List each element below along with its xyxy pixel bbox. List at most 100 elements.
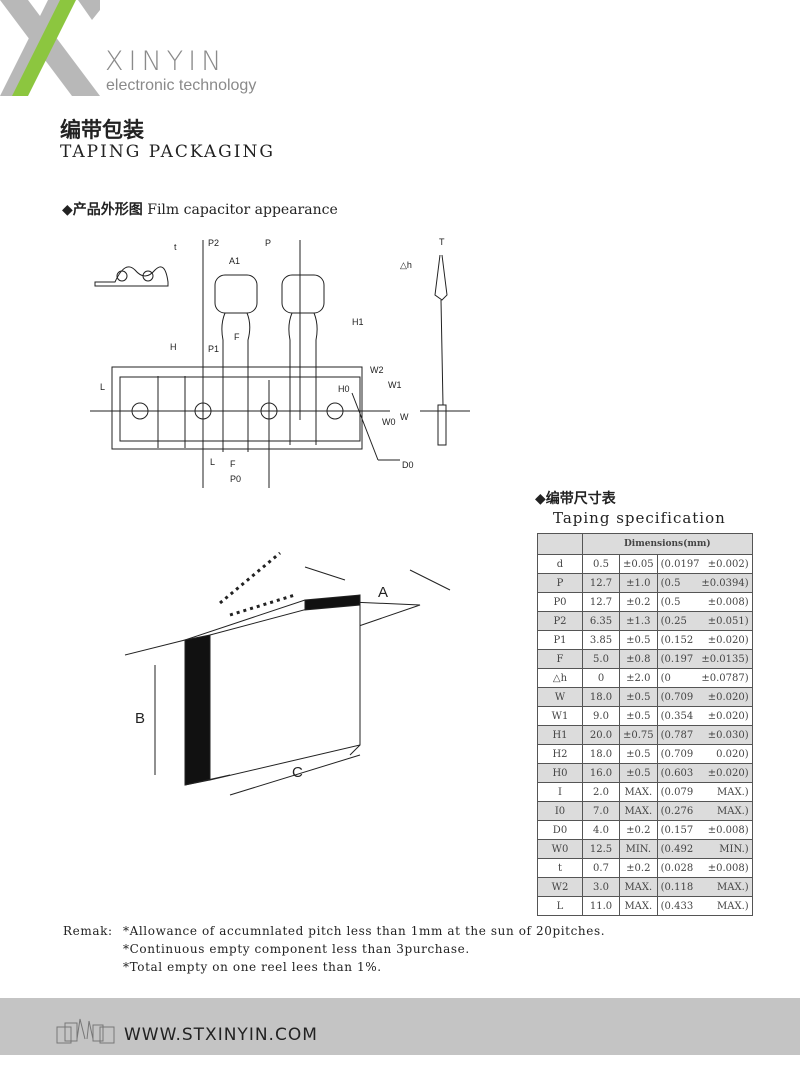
cell-tolerance: MAX.	[619, 782, 658, 802]
table-header-row: Dimensions(mm)	[537, 533, 753, 555]
brand-tagline: electronic technology	[106, 77, 257, 94]
cell-tolerance: MAX.	[619, 877, 658, 897]
inch-value: (0.787	[660, 729, 694, 741]
cell-value: 3.85	[582, 630, 620, 650]
cell-param: I0	[537, 801, 583, 821]
cell-value: 18.0	[582, 744, 620, 764]
tape-strip	[219, 551, 296, 617]
carrier-tape	[111, 366, 363, 450]
cell-param: P	[537, 573, 583, 593]
cell-value: 12.5	[582, 839, 620, 859]
label-a1: A1	[229, 256, 240, 266]
cell-inch: (0.787±0.030)	[656, 725, 753, 745]
inch-tolerance: ±0.020)	[707, 767, 749, 779]
cell-tolerance: MAX.	[619, 801, 658, 821]
label-p1: P1	[208, 344, 219, 354]
cell-inch: (0.709 0.020)	[656, 744, 753, 764]
inch-value: (0.157	[660, 824, 694, 836]
cell-value: 5.0	[582, 649, 620, 669]
inch-value: (0.709	[660, 691, 694, 703]
cell-param: P1	[537, 630, 583, 650]
label-t: t	[174, 242, 177, 252]
section-heading-spec-en: Taping specification	[553, 509, 726, 527]
label-f: F	[234, 332, 240, 342]
remark-line: *Continuous empty component less than 3p…	[123, 942, 470, 956]
cell-tolerance: ±0.75	[619, 725, 658, 745]
label-b: B	[135, 710, 145, 727]
cell-tolerance: ±0.2	[619, 820, 658, 840]
remark-line: *Total empty on one reel lees than 1%.	[123, 960, 382, 974]
inch-tolerance: MIN.)	[719, 843, 749, 855]
inch-tolerance: ±0.0135)	[701, 653, 749, 665]
cell-tolerance: ±1.0	[619, 573, 658, 593]
label-w2: W2	[370, 365, 384, 375]
cell-param: D0	[537, 820, 583, 840]
inch-tolerance: ±0.002)	[707, 558, 749, 570]
inch-tolerance: ±0.008)	[707, 824, 749, 836]
ammo-pack-drawing: A B C	[124, 551, 451, 796]
cell-value: 11.0	[582, 896, 620, 916]
inch-tolerance: ±0.020)	[707, 710, 749, 722]
inch-value: (0.0197	[660, 558, 700, 570]
cell-inch: (0.028±0.008)	[656, 858, 753, 878]
cell-value: 9.0	[582, 706, 620, 726]
remarks: Remak: *Allowance of accumnlated pitch l…	[63, 922, 605, 976]
label-dh: △h	[400, 260, 412, 270]
cell-tolerance: ±0.5	[619, 687, 658, 707]
cell-param: d	[537, 554, 583, 574]
header-dimensions: Dimensions(mm)	[582, 533, 753, 555]
brand-name: XINYIN	[105, 46, 227, 77]
remarks-label: Remak:	[63, 924, 113, 938]
inch-value: (0.028	[660, 862, 694, 874]
label-h0: H0	[338, 384, 350, 394]
cell-tolerance: ±0.5	[619, 763, 658, 783]
cell-param: △h	[537, 668, 583, 688]
cell-value: 12.7	[582, 592, 620, 612]
side-view	[434, 254, 448, 446]
cell-value: 7.0	[582, 801, 620, 821]
sprocket-hole	[131, 402, 149, 420]
inch-value: (0.709	[660, 748, 694, 760]
inch-value: (0.118	[660, 881, 694, 893]
cell-value: 0.5	[582, 554, 620, 574]
cell-value: 0	[582, 668, 620, 688]
section-heading-spec-cn: ◆编带尺寸表	[535, 491, 616, 507]
cell-param: P0	[537, 592, 583, 612]
footer-website-link[interactable]: WWW.STXINYIN.COM	[124, 1025, 318, 1045]
cell-param: H2	[537, 744, 583, 764]
label-p2: P2	[208, 238, 219, 248]
taping-dimension-drawing: t P2 P A1 T △h H P1 F H1 L W2 W1 H0 W0 W…	[90, 237, 470, 488]
cell-tolerance: ±0.5	[619, 706, 658, 726]
cell-value: 2.0	[582, 782, 620, 802]
inch-tolerance: ±0.051)	[707, 615, 749, 627]
cell-tolerance: MIN.	[619, 839, 658, 859]
remark-line: *Allowance of accumnlated pitch less tha…	[123, 924, 606, 938]
cell-tolerance: ±0.2	[619, 592, 658, 612]
page-title-cn: 编带包装	[60, 118, 144, 142]
cell-tolerance: ±0.5	[619, 744, 658, 764]
inch-tolerance: ±0.020)	[707, 691, 749, 703]
inch-value: (0.603	[660, 767, 694, 779]
cell-tolerance: ±0.05	[619, 554, 658, 574]
inch-tolerance: 0.020)	[716, 748, 749, 760]
cell-param: H0	[537, 763, 583, 783]
cell-tolerance: ±0.5	[619, 630, 658, 650]
label-d0: D0	[402, 460, 414, 470]
inch-tolerance: ±0.008)	[707, 596, 749, 608]
cell-inch: (0.157 ±0.008)	[656, 820, 753, 840]
